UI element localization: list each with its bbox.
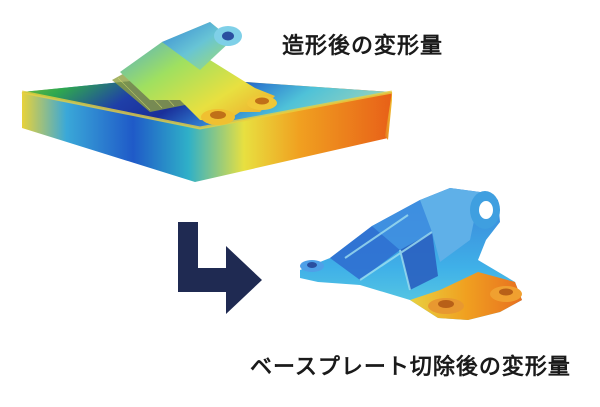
label-before-removal: 造形後の変形量 [282,34,444,59]
l-turn-arrow-icon [178,222,262,314]
deformation-model-after-plate-removal [300,188,522,320]
deformation-model-with-base-plate [21,22,393,182]
label-after-removal: ベースプレート切除後の変形量 [250,355,571,380]
